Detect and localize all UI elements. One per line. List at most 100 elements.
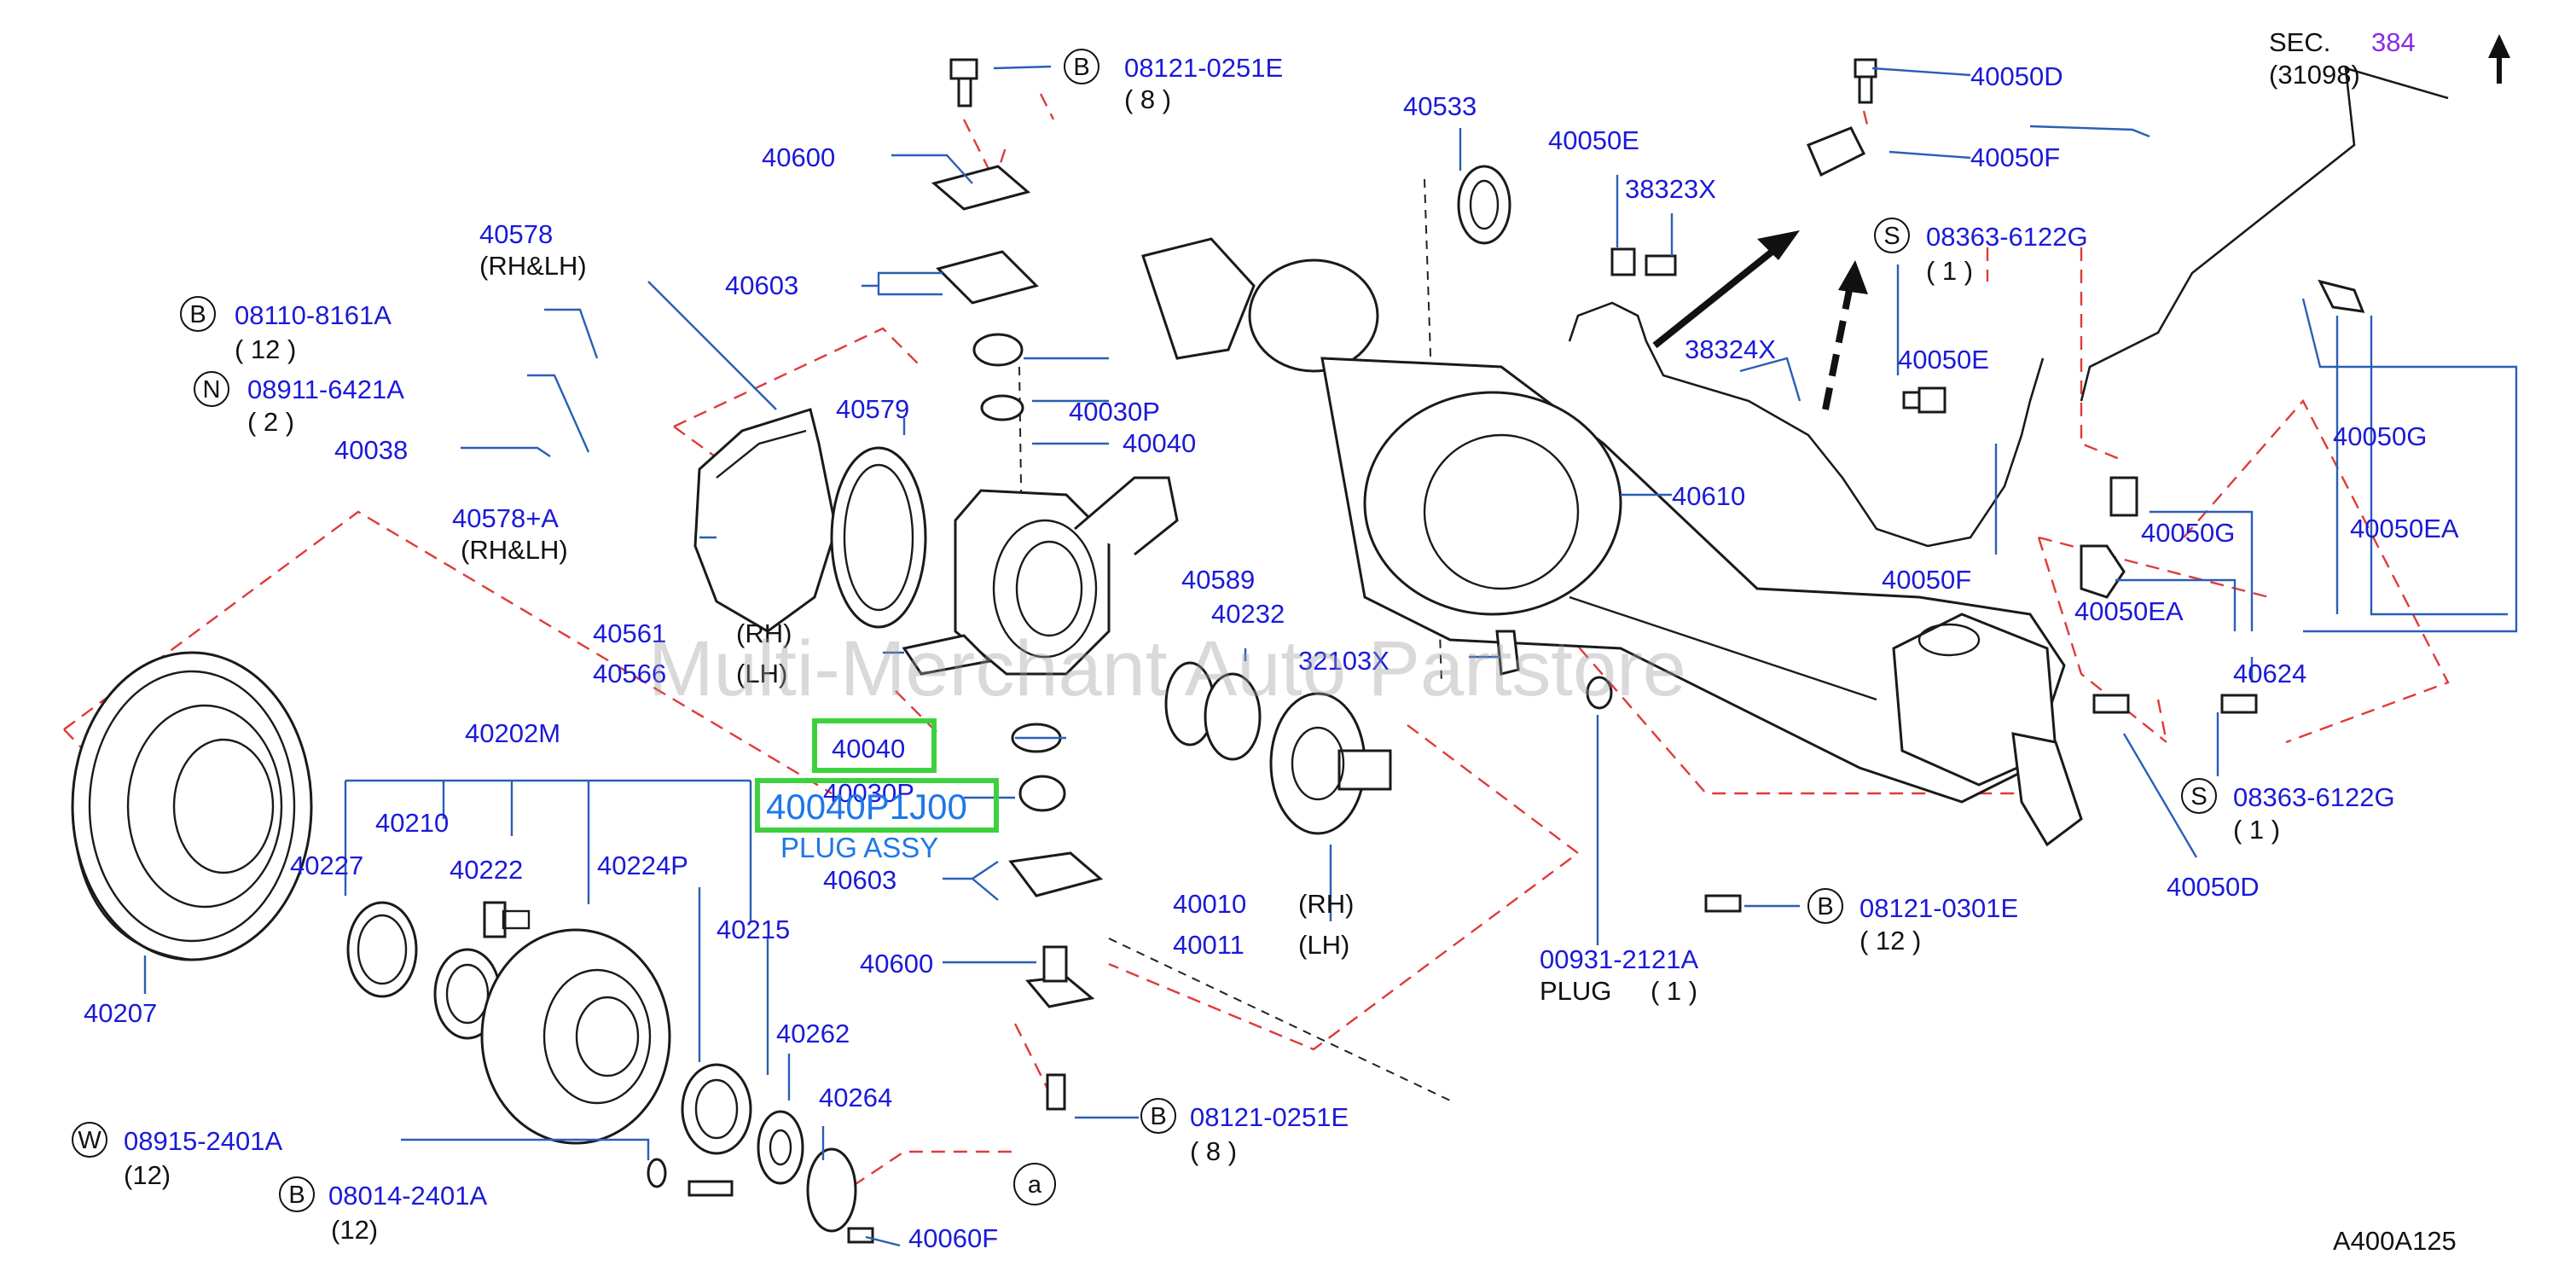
diagram-code: A400A125 xyxy=(2333,1226,2457,1256)
label-40038: 40038 xyxy=(334,435,408,465)
label-lh-2: (LH) xyxy=(1298,930,1349,960)
reference-symbol-a: a xyxy=(1028,1171,1042,1199)
section-number-link[interactable]: 384 xyxy=(2371,27,2416,57)
popup-part-number[interactable]: 40040P1J00 xyxy=(766,787,967,827)
section-reference: SEC. 384 (31098) xyxy=(2269,27,2416,90)
label-40040-top: 40040 xyxy=(1123,428,1196,458)
label-qty-12a: ( 12 ) xyxy=(235,334,296,364)
highlighted-part[interactable]: 40040P1J00 PLUG ASSY xyxy=(755,718,999,863)
knuckle-seal-ring xyxy=(830,446,927,629)
bolt-symbol-b: B xyxy=(1817,893,1833,920)
label-40060F: 40060F xyxy=(908,1223,998,1253)
label-40207: 40207 xyxy=(84,998,157,1028)
label-38324X: 38324X xyxy=(1685,334,1776,364)
label-40202M: 40202M xyxy=(465,718,560,748)
label-qty-8-bottom: ( 8 ) xyxy=(1190,1136,1237,1166)
label-rh-2: (RH) xyxy=(1298,889,1354,919)
screw-symbol-s: S xyxy=(2190,783,2207,810)
label-40010: 40010 xyxy=(1173,889,1246,919)
screw-symbol-s: S xyxy=(1883,223,1900,250)
label-40262: 40262 xyxy=(776,1019,850,1048)
label-lh-1: (LH) xyxy=(736,659,787,688)
watermark-text: Multi-Merchant Auto Partstore xyxy=(648,625,1686,712)
section-prefix: SEC. xyxy=(2269,27,2330,57)
label-40210: 40210 xyxy=(375,808,449,838)
bolt-symbol-b: B xyxy=(1150,1103,1166,1130)
label-40050EA-left: 40050EA xyxy=(2074,596,2184,626)
label-40600-bottom: 40600 xyxy=(860,949,933,979)
label-40264: 40264 xyxy=(819,1083,892,1112)
label-40603-bottom: 40603 xyxy=(823,865,896,895)
label-40224P: 40224P xyxy=(597,851,688,880)
label-40050E-mid: 40050E xyxy=(1898,345,1989,375)
label-08121-0251E-bottom: 08121-0251E xyxy=(1190,1102,1349,1132)
label-qty-1b: ( 1 ) xyxy=(2233,815,2280,845)
label-40227: 40227 xyxy=(290,851,363,880)
lower-kingpin-parts xyxy=(1008,723,1104,1111)
axle-housing xyxy=(1141,237,2083,847)
brake-disc-rotor xyxy=(71,651,313,961)
label-08121-0301E: 08121-0301E xyxy=(1859,893,2018,923)
label-40600-top: 40600 xyxy=(762,142,835,172)
axle-seal xyxy=(1457,165,1511,245)
label-08911-6421A: 08911-6421A xyxy=(247,375,404,404)
label-40222: 40222 xyxy=(450,855,523,885)
bolt-symbol-b: B xyxy=(288,1182,305,1209)
washer-symbol-w: W xyxy=(78,1127,102,1154)
label-40050G-right: 40050G xyxy=(2333,421,2427,451)
label-qty-1a: ( 1 ) xyxy=(1926,256,1973,286)
plugs-and-bolts xyxy=(1495,630,2258,913)
label-40050E-top: 40050E xyxy=(1548,125,1639,155)
label-40050F-bottom: 40050F xyxy=(1882,565,1971,595)
label-qty-1c: ( 1 ) xyxy=(1651,976,1697,1006)
label-32103X: 32103X xyxy=(1298,646,1390,676)
label-40011: 40011 xyxy=(1173,930,1244,960)
brake-pipe xyxy=(2080,67,2449,402)
label-40578: 40578 xyxy=(479,219,553,249)
breather-hose xyxy=(1568,301,2045,548)
label-qty-8-top: ( 8 ) xyxy=(1124,84,1171,114)
label-08014-2401A: 08014-2401A xyxy=(328,1181,487,1211)
label-40561: 40561 xyxy=(593,618,666,648)
label-08363-6122G-top: 08363-6122G xyxy=(1926,222,2088,252)
label-40610: 40610 xyxy=(1672,481,1745,511)
label-40578A: 40578+A xyxy=(452,503,559,533)
oil-seal xyxy=(346,901,418,998)
circled-symbols: B B N S S B B W B a xyxy=(72,49,2217,1212)
part-labels: 08121-0251E ( 8 ) 40600 40603 40578 (RH&… xyxy=(84,53,2459,1253)
label-40040-mid: 40040 xyxy=(832,734,905,764)
label-40050G-left: 40050G xyxy=(2141,518,2235,548)
label-08121-0251E-top: 08121-0251E xyxy=(1124,53,1283,83)
lock-washer xyxy=(757,1110,804,1185)
label-rhlh-2: (RH&LH) xyxy=(461,535,568,565)
direction-arrows xyxy=(1652,34,2510,410)
label-08110-8161A: 08110-8161A xyxy=(235,300,392,330)
highlight-box-40040[interactable] xyxy=(812,718,937,773)
label-qty-12c: (12) xyxy=(124,1160,171,1190)
steering-knuckle xyxy=(902,476,1179,676)
label-08915-2401A: 08915-2401A xyxy=(124,1126,282,1156)
bolt-symbol-b: B xyxy=(1073,54,1089,81)
label-40050F-top: 40050F xyxy=(1970,142,2060,172)
spindle-seals xyxy=(1164,661,1262,761)
pipe-clips xyxy=(2080,476,2138,599)
label-40232: 40232 xyxy=(1211,599,1285,629)
section-subref: (31098) xyxy=(2269,60,2360,90)
label-rhlh-1: (RH&LH) xyxy=(479,251,587,281)
label-38323X: 38323X xyxy=(1625,174,1716,204)
label-40050D-bottom: 40050D xyxy=(2167,872,2260,902)
outer-bearing xyxy=(681,1063,752,1155)
label-qty-12d: (12) xyxy=(331,1215,378,1245)
label-40050EA-right: 40050EA xyxy=(2350,514,2459,543)
nut-symbol-n: N xyxy=(203,376,221,404)
backing-plate xyxy=(693,408,838,633)
popup-part-name: PLUG ASSY xyxy=(780,832,938,863)
label-qty-2: ( 2 ) xyxy=(247,407,294,437)
upper-kingpin-parts xyxy=(931,58,1039,421)
label-40579: 40579 xyxy=(836,394,909,424)
bolt-symbol-b: B xyxy=(189,301,206,328)
label-40566: 40566 xyxy=(593,659,666,688)
leader-lines xyxy=(143,65,2518,1247)
highlight-box-popup[interactable] xyxy=(755,778,999,833)
